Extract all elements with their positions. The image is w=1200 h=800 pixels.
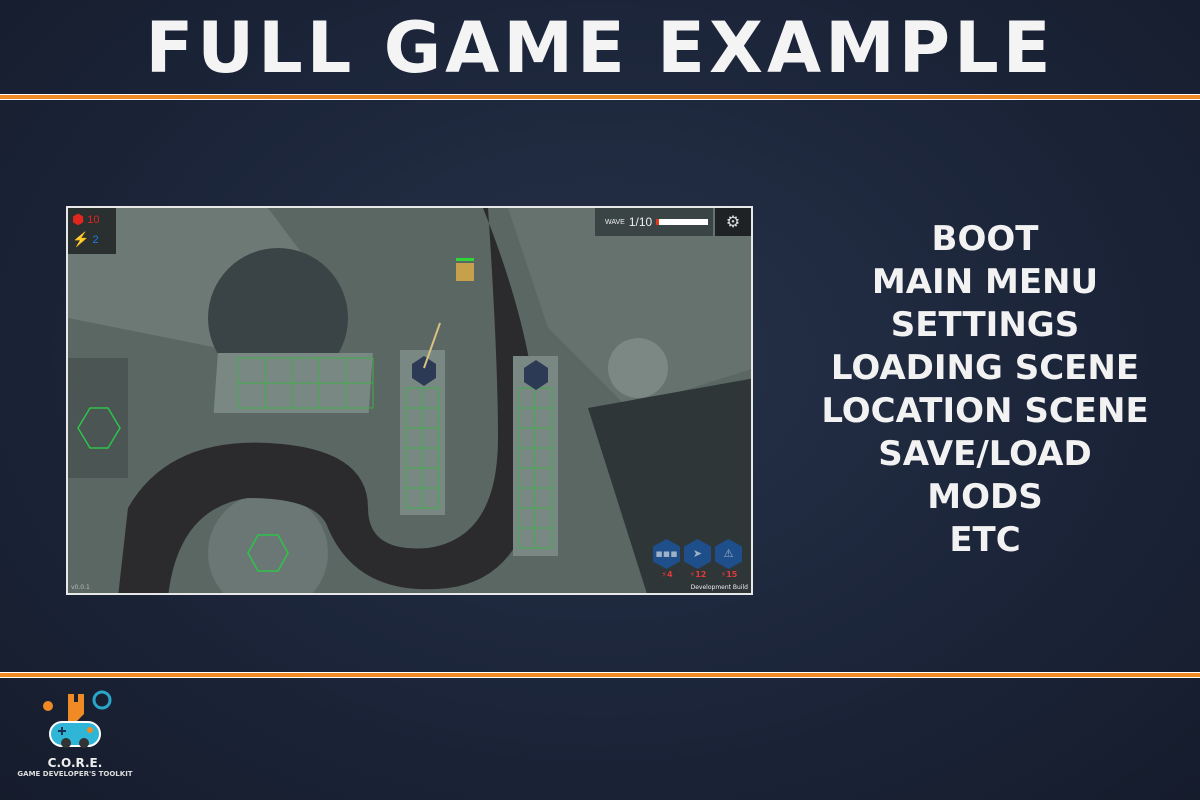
cost-label: ⚡12: [689, 570, 707, 579]
cost-value: 4: [667, 570, 673, 579]
dev-build-label: Development Build: [690, 584, 748, 591]
feature-item: ETC: [949, 520, 1021, 560]
wave-progress-fill: [656, 219, 659, 225]
cost-value: 12: [695, 570, 707, 579]
lightning-icon: ⚡: [72, 231, 90, 247]
missile-icon: ➤: [684, 539, 711, 569]
resource-cubes: ⬢10: [68, 208, 116, 228]
logo-subtitle: GAME DEVELOPER'S TOOLKIT: [17, 770, 133, 778]
feature-item: LOADING SCENE: [830, 348, 1140, 388]
build-button-missile[interactable]: ➤⚡12: [684, 539, 712, 579]
core-logo: C.O.R.E. GAME DEVELOPER'S TOOLKIT: [5, 686, 145, 786]
feature-item: LOCATION SCENE: [821, 391, 1149, 431]
cost-label: ⚡4: [661, 570, 673, 579]
resource-panel: ⬢10 ⚡2: [68, 208, 116, 254]
build-button-triple[interactable]: ▪▪▪⚡4: [653, 539, 681, 579]
cube-count: 10: [87, 213, 100, 226]
wave-value: 1/10: [628, 215, 653, 229]
build-buttons: ▪▪▪⚡4 ➤⚡12 ⚠⚡15: [653, 539, 743, 579]
gear-icon[interactable]: ⚙: [715, 208, 751, 236]
feature-item: BOOT: [931, 219, 1039, 259]
cost-label: ⚡15: [720, 570, 738, 579]
feature-item: SAVE/LOAD: [878, 434, 1092, 474]
bottom-divider: [0, 672, 1200, 678]
game-screenshot: ⬢10 ⚡2 WAVE 1/10 ⚙ ▪▪▪⚡4 ➤⚡12 ⚠⚡15 v0.0.…: [66, 206, 753, 595]
version-label: v0.0.1: [71, 584, 90, 591]
game-scene: [68, 208, 751, 593]
triple-bullet-icon: ▪▪▪: [653, 539, 680, 569]
feature-item: MAIN MENU: [871, 262, 1099, 302]
feature-item: SETTINGS: [890, 305, 1080, 345]
page-title: FULL GAME EXAMPLE: [145, 7, 1055, 89]
feature-item: MODS: [927, 477, 1043, 517]
cost-value: 15: [726, 570, 738, 579]
wave-progress-bar: [656, 219, 709, 225]
red-cube-icon: ⬢: [72, 211, 85, 227]
build-button-tesla[interactable]: ⚠⚡15: [715, 539, 743, 579]
wave-label: WAVE: [605, 218, 625, 226]
gamepad-logo-icon: [43, 690, 112, 748]
logo-name: C.O.R.E.: [47, 756, 103, 770]
feature-list: BOOT MAIN MENU SETTINGS LOADING SCENE LO…: [800, 218, 1170, 562]
resource-energy: ⚡2: [68, 228, 116, 248]
energy-count: 2: [92, 233, 99, 246]
tesla-icon: ⚠: [715, 539, 742, 569]
wave-indicator: WAVE 1/10: [595, 208, 713, 236]
top-divider: [0, 94, 1200, 100]
